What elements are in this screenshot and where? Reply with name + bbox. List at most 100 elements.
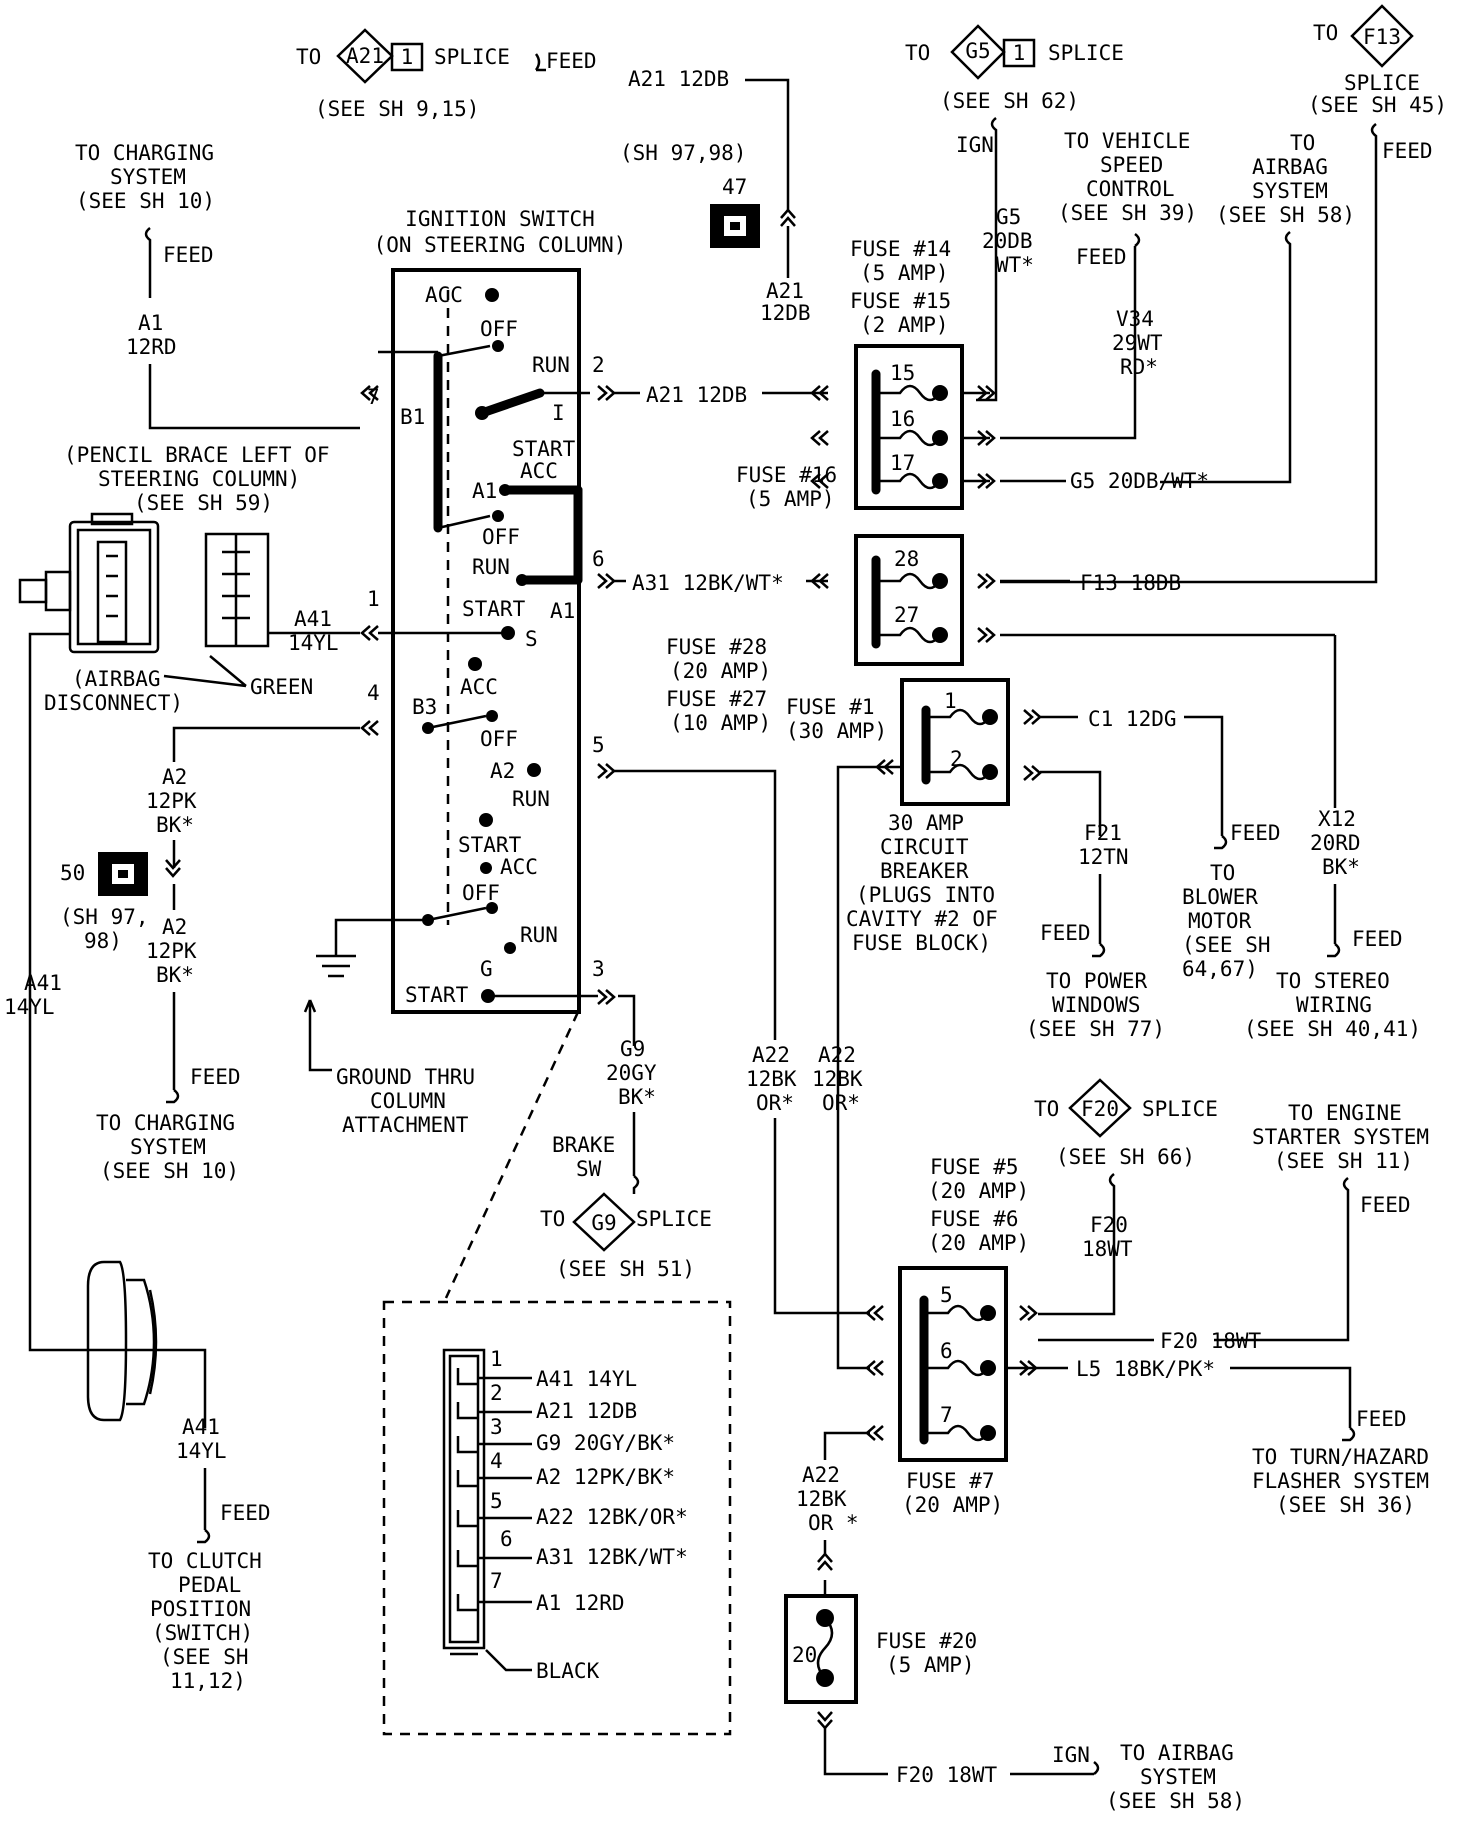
svg-text:(20 AMP): (20 AMP) bbox=[928, 1179, 1029, 1203]
svg-text:CONTROL: CONTROL bbox=[1086, 177, 1175, 201]
svg-text:IGN: IGN bbox=[956, 133, 994, 157]
charging-system-top: TO CHARGING SYSTEM (SEE SH 10) FEED A1 1… bbox=[75, 141, 360, 430]
svg-text:A21: A21 bbox=[766, 279, 804, 303]
svg-text:11,12): 11,12) bbox=[170, 1669, 246, 1693]
svg-text:12BK: 12BK bbox=[796, 1487, 847, 1511]
svg-text:A21 12DB: A21 12DB bbox=[536, 1399, 637, 1423]
svg-text:FEED: FEED bbox=[1360, 1193, 1411, 1217]
svg-text:2: 2 bbox=[490, 1381, 503, 1405]
c1-blower-branch: C1 12DG FEED TO BLOWER MOTOR (SEE SH 64,… bbox=[1040, 707, 1281, 981]
svg-text:29WT: 29WT bbox=[1112, 331, 1163, 355]
svg-text:(5 AMP): (5 AMP) bbox=[860, 261, 949, 285]
svg-text:(SEE SH 10): (SEE SH 10) bbox=[76, 189, 215, 213]
svg-text:TO ENGINE: TO ENGINE bbox=[1288, 1101, 1402, 1125]
svg-text:TO: TO bbox=[540, 1207, 565, 1231]
svg-text:FUSE #7: FUSE #7 bbox=[906, 1469, 995, 1493]
a21-splice-ref: TO A21 1 SPLICE (SEE SH 9,15) FEED A21 1… bbox=[296, 28, 790, 212]
svg-text:12BK: 12BK bbox=[746, 1067, 797, 1091]
svg-text:(SEE SH: (SEE SH bbox=[160, 1645, 249, 1669]
svg-text:A22: A22 bbox=[818, 1043, 856, 1067]
svg-text:FEED: FEED bbox=[1356, 1407, 1407, 1431]
svg-text:TO: TO bbox=[1034, 1097, 1059, 1121]
svg-text:TO TURN/HAZARD: TO TURN/HAZARD bbox=[1252, 1445, 1429, 1469]
svg-text:A1: A1 bbox=[550, 599, 575, 623]
svg-text:OFF: OFF bbox=[480, 727, 518, 751]
x12-stereo-branch: X12 20RD BK* FEED TO STEREO WIRING (SEE … bbox=[1244, 807, 1421, 1041]
svg-text:G5: G5 bbox=[965, 39, 990, 63]
svg-text:14YL: 14YL bbox=[4, 995, 55, 1019]
svg-text:FUSE #16: FUSE #16 bbox=[736, 463, 837, 487]
svg-text:(SWITCH): (SWITCH) bbox=[152, 1621, 253, 1645]
svg-text:(AIRBAG: (AIRBAG bbox=[72, 667, 161, 691]
ignition-switch-location: (ON STEERING COLUMN) bbox=[374, 233, 627, 257]
svg-text:7: 7 bbox=[940, 1403, 953, 1427]
svg-text:A31 12BK/WT*: A31 12BK/WT* bbox=[536, 1545, 688, 1569]
svg-text:F13: F13 bbox=[1363, 25, 1401, 49]
off-position-label: OFF bbox=[480, 317, 518, 341]
f21-power-windows-branch: F21 12TN FEED TO POWER WINDOWS (SEE SH 7… bbox=[1026, 770, 1165, 1041]
svg-text:BREAKER: BREAKER bbox=[880, 859, 969, 883]
run-position-label: RUN bbox=[532, 353, 570, 377]
svg-text:(2 AMP): (2 AMP) bbox=[860, 313, 949, 337]
svg-text:1: 1 bbox=[944, 689, 957, 713]
svg-text:A1 12RD: A1 12RD bbox=[536, 1591, 625, 1615]
svg-text:X12: X12 bbox=[1318, 807, 1356, 831]
svg-text:STARTER SYSTEM: STARTER SYSTEM bbox=[1252, 1125, 1429, 1149]
g5-splice-ref: TO G5 1 SPLICE (SEE SH 62) IGN bbox=[905, 24, 1124, 402]
svg-text:(SEE SH 58): (SEE SH 58) bbox=[1216, 203, 1355, 227]
svg-text:RD*: RD* bbox=[1120, 355, 1158, 379]
svg-text:FUSE #20: FUSE #20 bbox=[876, 1629, 977, 1653]
svg-text:A1: A1 bbox=[138, 311, 163, 335]
airbag-disconnect: (AIRBAG DISCONNECT) GREEN A41 14YL bbox=[18, 512, 508, 715]
a2-charging-branch: A2 12PK BK* 50 (SH 97, 98) A2 12PK BK* F… bbox=[60, 726, 360, 1183]
svg-text:FUSE #28: FUSE #28 bbox=[666, 635, 767, 659]
svg-text:RUN: RUN bbox=[512, 787, 550, 811]
svg-text:(SEE SH 36): (SEE SH 36) bbox=[1276, 1493, 1415, 1517]
svg-text:(PLUGS INTO: (PLUGS INTO bbox=[856, 883, 995, 907]
svg-text:POSITION: POSITION bbox=[150, 1597, 251, 1621]
svg-text:START: START bbox=[462, 597, 526, 621]
svg-text:(20 AMP): (20 AMP) bbox=[928, 1231, 1029, 1255]
svg-text:(SH 97,: (SH 97, bbox=[60, 905, 149, 929]
svg-text:FEED: FEED bbox=[1382, 139, 1433, 163]
svg-text:BK*: BK* bbox=[156, 813, 194, 837]
svg-text:F20: F20 bbox=[1090, 1213, 1128, 1237]
svg-text:(SEE SH: (SEE SH bbox=[1182, 933, 1271, 957]
svg-text:A2: A2 bbox=[162, 765, 187, 789]
fuse-20: A22 12BK OR * 20 FUSE #20 (5 AMP) F20 18… bbox=[784, 1463, 1245, 1813]
a22-wires: A22 12BK OR* A22 12BK OR* bbox=[614, 769, 870, 1315]
fuse-block-5-7: TO F20 SPLICE (SEE SH 66) F20 18WT FUSE … bbox=[823, 1078, 1218, 1517]
svg-text:TO: TO bbox=[905, 41, 930, 65]
svg-text:TO: TO bbox=[1313, 21, 1338, 45]
svg-text:ACC: ACC bbox=[460, 675, 498, 699]
svg-text:A2: A2 bbox=[162, 915, 187, 939]
switch-connector-inset: 1 A41 14YL 2 A21 12DB 3 G9 20GY/BK* 4 A2… bbox=[382, 1011, 732, 1736]
svg-text:AIRBAG: AIRBAG bbox=[1252, 155, 1328, 179]
svg-text:FUSE #14: FUSE #14 bbox=[850, 237, 951, 261]
svg-text:FEED: FEED bbox=[1352, 927, 1403, 951]
svg-text:RUN: RUN bbox=[520, 923, 558, 947]
svg-text:4: 4 bbox=[490, 1449, 503, 1473]
svg-text:SPLICE: SPLICE bbox=[1344, 71, 1420, 95]
svg-text:SPLICE: SPLICE bbox=[1142, 1097, 1218, 1121]
svg-text:17: 17 bbox=[890, 451, 915, 475]
svg-text:START: START bbox=[405, 983, 469, 1007]
svg-text:WINDOWS: WINDOWS bbox=[1052, 993, 1141, 1017]
svg-text:A21: A21 bbox=[346, 44, 384, 68]
svg-text:(SEE SH 11): (SEE SH 11) bbox=[1274, 1149, 1413, 1173]
svg-text:START: START bbox=[512, 437, 576, 461]
pin-6: 6 bbox=[592, 547, 605, 571]
svg-text:6: 6 bbox=[500, 1527, 513, 1551]
svg-text:A22: A22 bbox=[752, 1043, 790, 1067]
svg-text:START: START bbox=[458, 833, 522, 857]
svg-text:ACC: ACC bbox=[520, 459, 558, 483]
svg-text:(SEE SH 66): (SEE SH 66) bbox=[1056, 1145, 1195, 1169]
svg-text:(20 AMP): (20 AMP) bbox=[670, 659, 771, 683]
svg-text:BRAKE: BRAKE bbox=[552, 1133, 615, 1157]
ignition-switch-body bbox=[391, 268, 581, 1014]
svg-text:FUSE BLOCK): FUSE BLOCK) bbox=[852, 931, 991, 955]
svg-text:15: 15 bbox=[890, 361, 915, 385]
svg-text:F13 18DB: F13 18DB bbox=[1080, 571, 1181, 595]
svg-text:G5: G5 bbox=[996, 205, 1021, 229]
